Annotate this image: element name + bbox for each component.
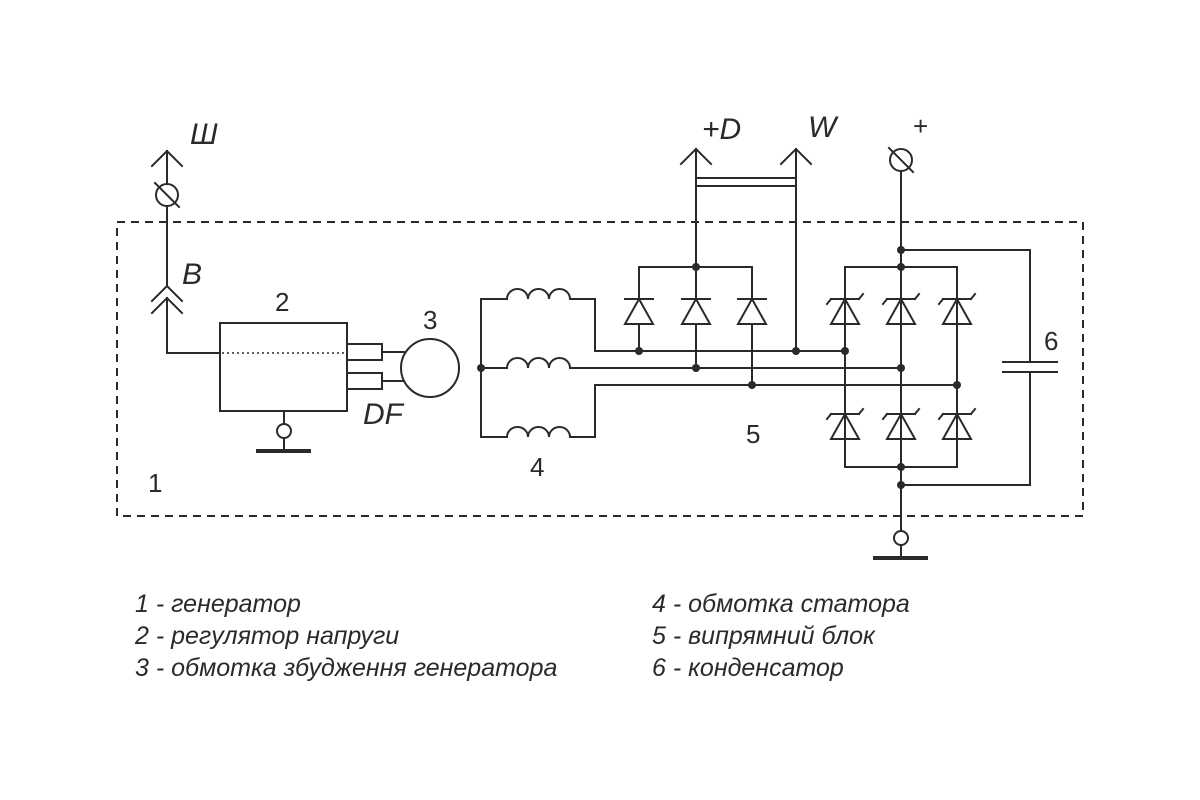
label-w: W xyxy=(808,111,839,144)
legend-left: 1 - генератор 2 - регулятор напруги 3 - … xyxy=(135,588,557,684)
plus-d-w-terminals xyxy=(679,147,813,355)
label-df: DF xyxy=(363,398,405,431)
aux-diode-bridge xyxy=(623,263,768,389)
label-n2: 2 xyxy=(275,287,289,317)
label-b: B xyxy=(182,258,202,291)
label-n3: 3 xyxy=(423,305,437,335)
label-n5: 5 xyxy=(746,419,760,449)
generator-boundary xyxy=(116,221,1084,517)
legend-item: 3 - обмотка збудження генератора xyxy=(135,654,558,682)
legend-right: 4 - обмотка статора 5 - випрямний блок 6… xyxy=(652,588,910,684)
sh-terminal xyxy=(150,149,184,286)
voltage-regulator xyxy=(219,322,405,453)
excitation-winding xyxy=(400,338,460,398)
label-n1: 1 xyxy=(148,468,162,498)
legend-item: 2 - регулятор напруги xyxy=(135,622,400,650)
capacitor xyxy=(900,249,1058,486)
legend-item: 1 - генератор xyxy=(135,590,301,618)
label-sh: Ш xyxy=(190,118,218,151)
label-n4: 4 xyxy=(530,452,544,482)
main-rectifier-bridge xyxy=(825,246,977,489)
label-plus-d: +D xyxy=(702,113,741,146)
stator-winding xyxy=(477,288,958,439)
ground-symbol xyxy=(873,466,928,560)
legend-item: 4 - обмотка статора xyxy=(652,590,910,618)
label-plus: + xyxy=(913,111,928,141)
legend-item: 5 - випрямний блок xyxy=(652,622,875,650)
b-connector xyxy=(150,284,221,354)
label-n6: 6 xyxy=(1044,326,1058,356)
legend-item: 6 - конденсатор xyxy=(652,654,844,682)
